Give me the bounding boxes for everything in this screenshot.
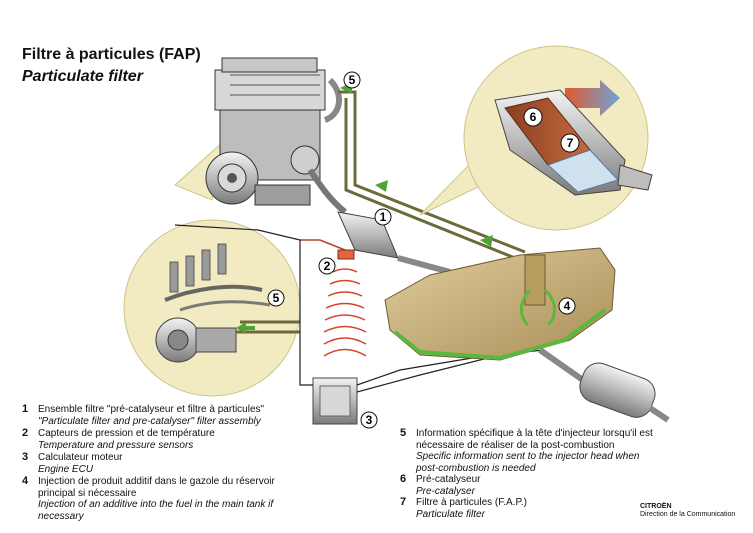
svg-text:5: 5 — [273, 291, 280, 305]
fuel-tank — [384, 247, 616, 361]
filter-detail-bubble — [419, 45, 653, 231]
svg-text:1: 1 — [380, 210, 387, 224]
citroen-brand-mark: CITROËN Direction de la Communication — [640, 503, 736, 518]
callout-2: 2 — [318, 257, 336, 275]
page-subtitle: Particulate filter — [22, 68, 143, 85]
callout-5-top: 5 — [343, 71, 361, 89]
pressure-temperature-sensor — [337, 249, 355, 260]
legend-item-1: 1 Ensemble filtre "pré-catalyseur et fil… — [22, 403, 265, 427]
svg-text:2: 2 — [324, 259, 331, 273]
callout-5-bubble: 5 — [267, 289, 285, 307]
legend-item-2: 2 Capteurs de pression et de température… — [22, 427, 215, 451]
callout-1: 1 — [374, 208, 392, 226]
flow-arrow-head — [236, 322, 246, 334]
filter-assembly — [337, 211, 451, 275]
svg-text:5: 5 — [349, 73, 356, 87]
callout-7: 7 — [560, 133, 580, 153]
svg-text:4: 4 — [564, 299, 571, 313]
legend-item-7: 7 Filtre à particules (F.A.P.)Particulat… — [400, 496, 527, 520]
legend-item-4: 4 Injection de produit additif dans le g… — [22, 475, 275, 522]
svg-text:6: 6 — [530, 110, 537, 124]
exhaust-tailpipe — [538, 347, 670, 423]
engine-ecu — [312, 377, 358, 425]
legend-item-5: 5 Information spécifique à la tête d'inj… — [400, 427, 653, 474]
svg-text:3: 3 — [366, 413, 373, 427]
callout-6: 6 — [523, 107, 543, 127]
engine — [205, 57, 342, 206]
downpipe — [307, 168, 347, 215]
page-title: Filtre à particules (FAP) — [22, 46, 201, 63]
fuel-lines — [338, 90, 526, 262]
exhaust-flow-arrow — [565, 80, 620, 116]
sensor-wire — [300, 239, 346, 251]
svg-text:7: 7 — [567, 136, 574, 150]
callout-4: 4 — [558, 297, 576, 315]
sensor-signal-waves — [323, 268, 367, 357]
callout-3: 3 — [360, 411, 378, 429]
